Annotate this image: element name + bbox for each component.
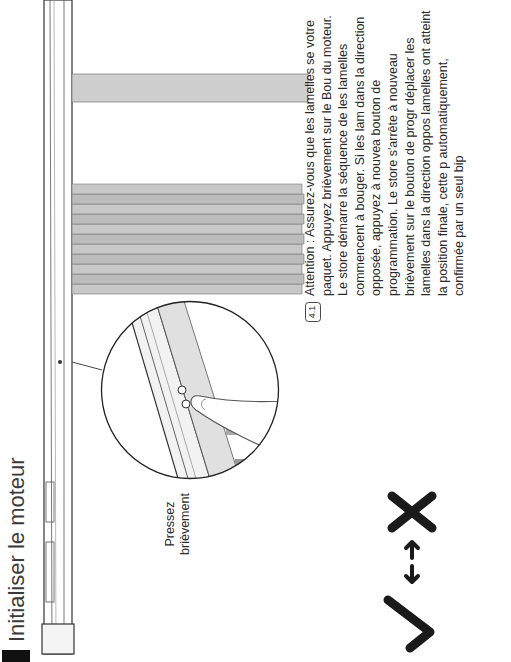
step-number: 4.1: [307, 302, 318, 322]
page-title: Initialiser le moteur: [4, 457, 30, 642]
callout-circle: [101, 301, 279, 479]
check-mark: [388, 600, 430, 648]
single-slat: [72, 74, 308, 102]
arrow-left: [406, 566, 418, 582]
headrail: [42, 0, 74, 654]
zoom-detail: [120, 282, 300, 492]
arrow-right: [406, 542, 418, 558]
slat-stack: [72, 184, 304, 294]
instruction-text: Attention : Assurez-vous que les lamelle…: [302, 4, 468, 296]
cross-mark: [392, 496, 432, 528]
callout-outline: [102, 302, 279, 479]
direction-symbols: [388, 496, 432, 648]
zoom-leader: [72, 362, 102, 370]
callout-label: Pressez brièvement: [163, 485, 193, 563]
step-badge: 4.1: [305, 302, 321, 322]
section-tab: [2, 650, 30, 662]
zoom-callout: Pressez brièvement: [101, 301, 279, 479]
badge-box: [306, 303, 321, 322]
